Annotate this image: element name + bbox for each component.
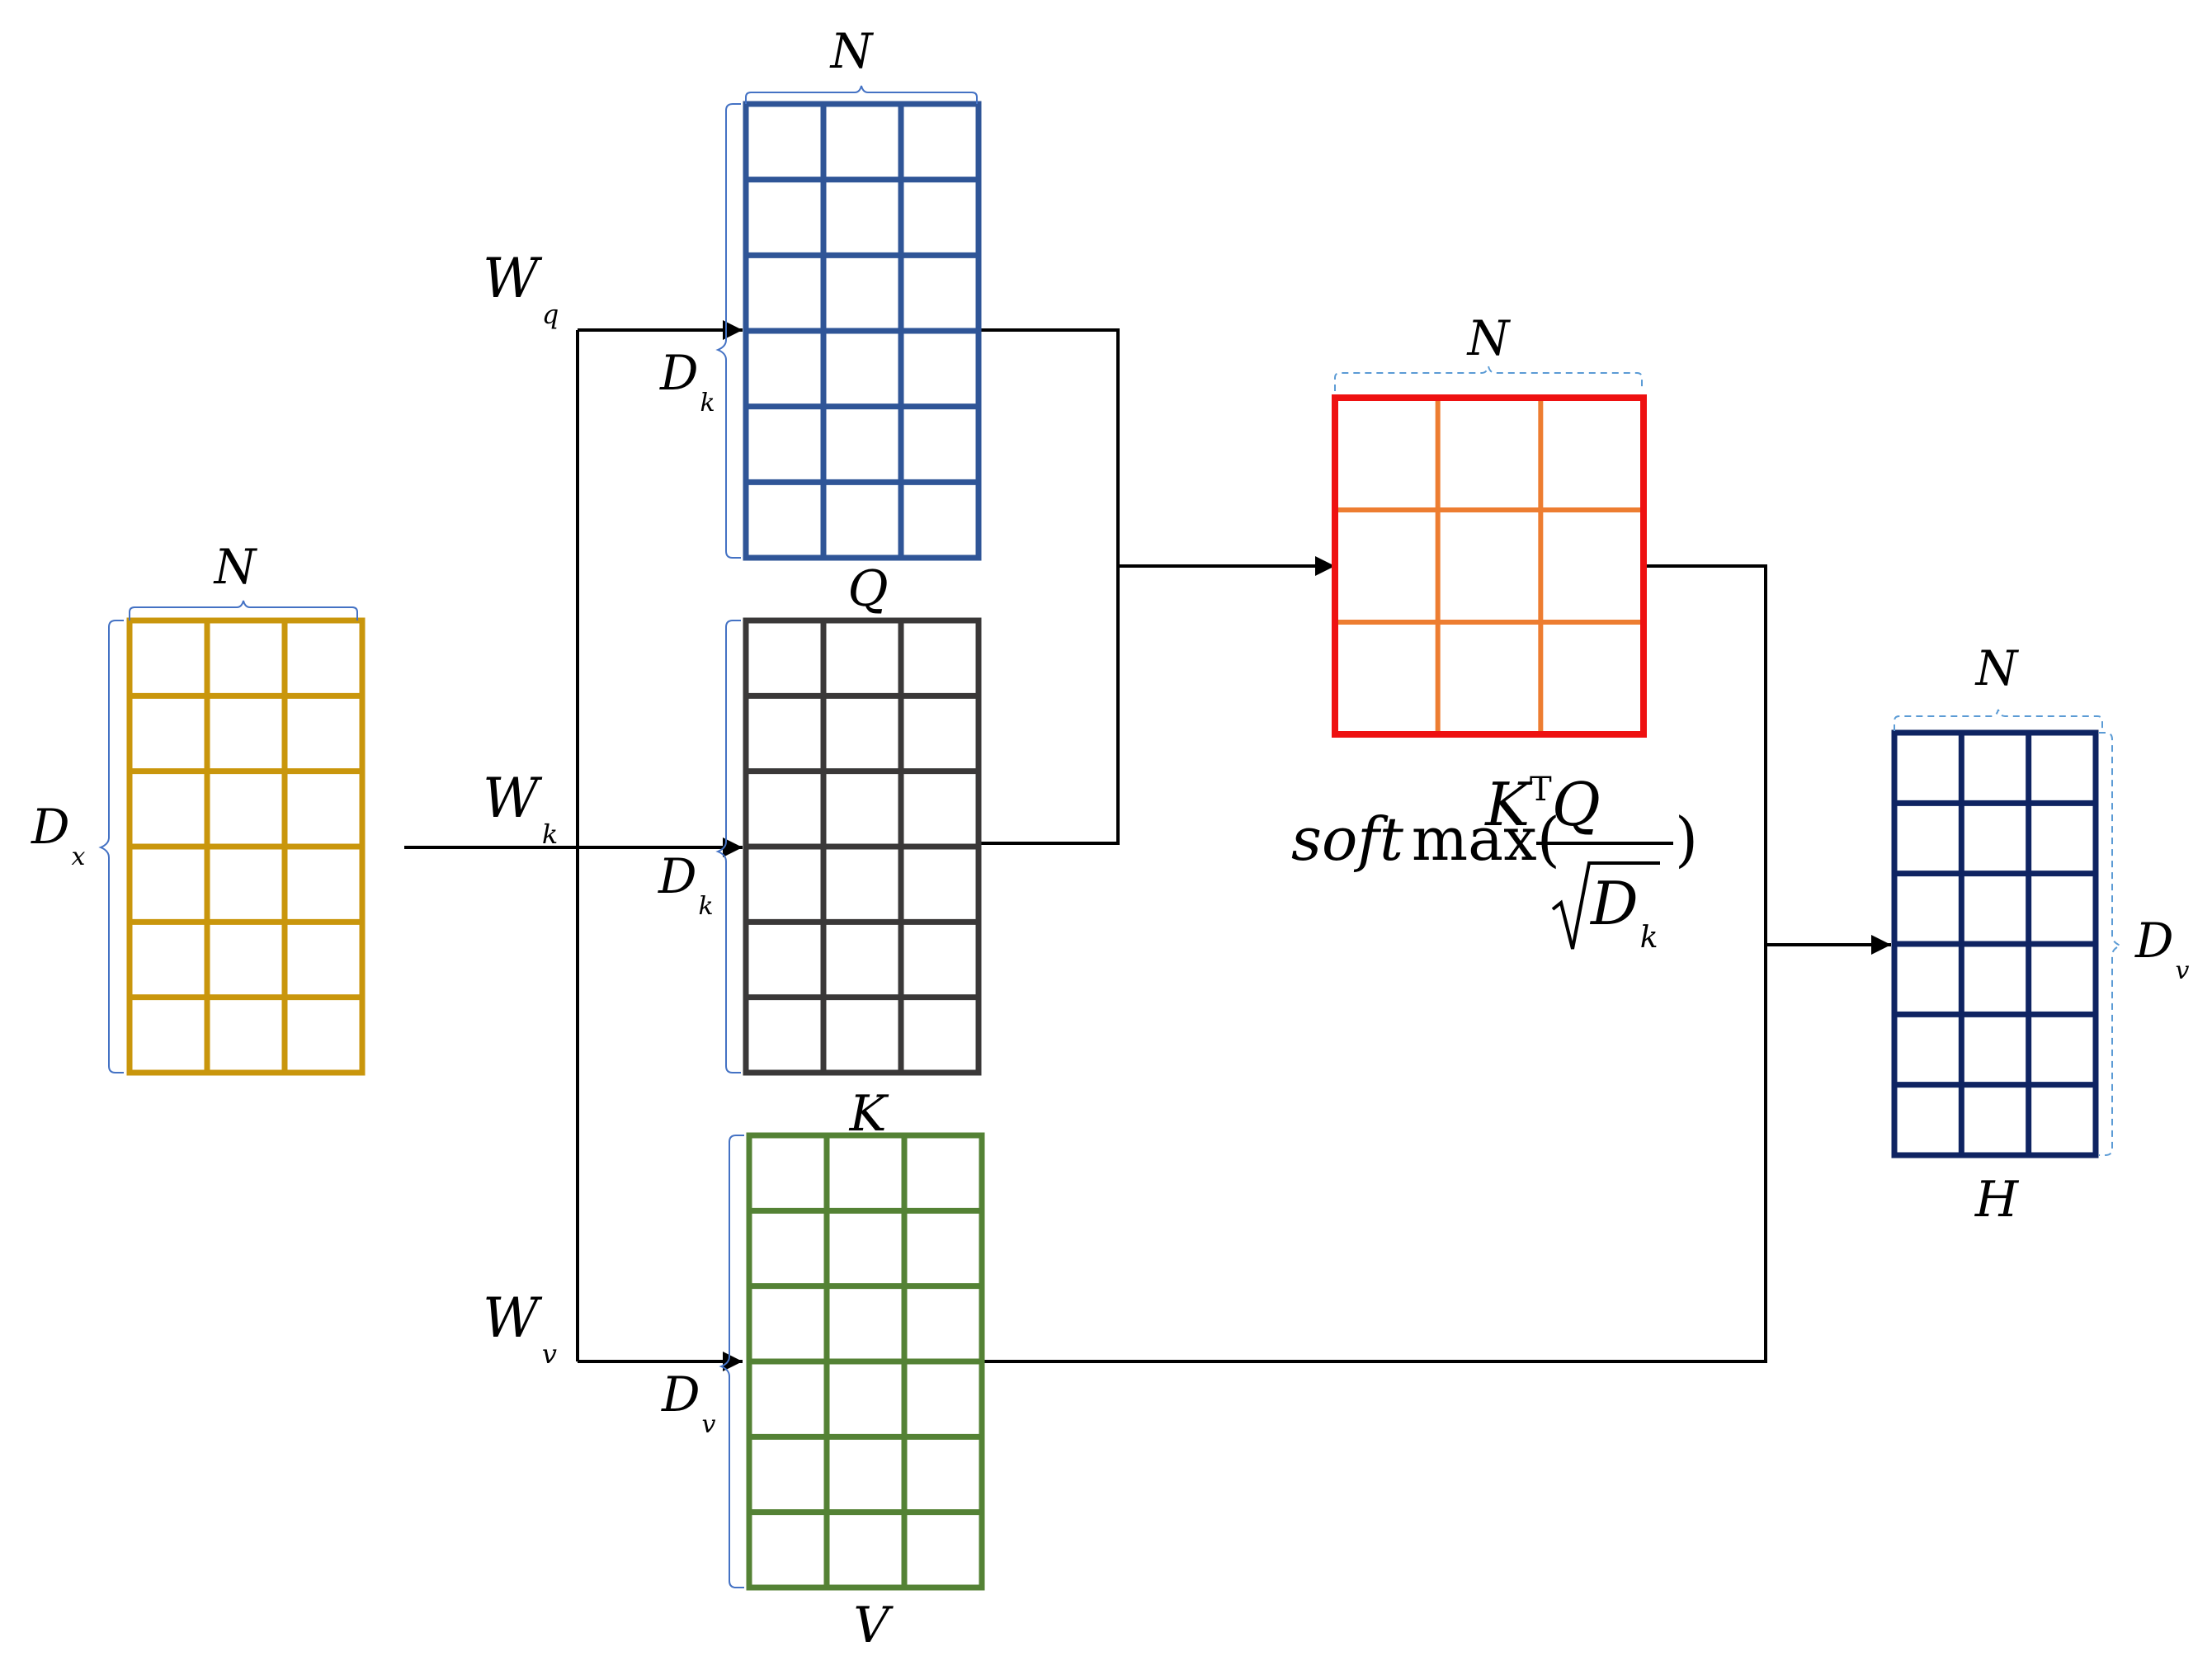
k-row-label: Dk <box>658 848 714 921</box>
h-matrix-grid <box>1891 729 2099 1158</box>
k-row-brace <box>715 620 741 1073</box>
key-matrix-k: Dk K <box>658 617 982 1143</box>
connectors <box>404 320 1891 1371</box>
weight-label-v: Wv <box>483 1286 557 1370</box>
formula-sqrt-sign <box>1551 861 1660 950</box>
formula-numerator: KTQ <box>1483 770 1601 839</box>
weight-label-q: Wq <box>483 247 559 330</box>
x-matrix-grid <box>126 617 366 1076</box>
q-matrix-name: Q <box>847 560 888 618</box>
attention-output-line <box>983 564 1767 1363</box>
input-matrix-x: N Dx <box>31 539 366 1076</box>
k-matrix-grid <box>743 617 982 1076</box>
h-col-label: N <box>1974 640 2020 696</box>
h-matrix-name: H <box>1974 1171 2020 1229</box>
h-matrix-grid-border <box>1891 729 2099 1158</box>
attention-col-brace <box>1334 366 1643 391</box>
q-col-label: N <box>829 23 875 79</box>
v-row-brace <box>719 1135 744 1588</box>
x-matrix-grid-border <box>126 617 366 1076</box>
k-matrix-grid-border <box>743 617 982 1076</box>
q-matrix-grid-border <box>743 101 982 561</box>
q-matrix-grid <box>743 101 982 561</box>
value-matrix-v: Dv V <box>661 1132 985 1654</box>
v-matrix-name: V <box>853 1597 894 1654</box>
q-output-line <box>980 328 1120 845</box>
q-col-brace <box>745 85 978 104</box>
q-row-brace <box>715 103 741 559</box>
h-col-brace <box>1894 709 2103 731</box>
attention-matrix-grid <box>1332 394 1647 738</box>
q-row-label: Dk <box>659 345 715 418</box>
x-col-brace <box>129 600 358 620</box>
v-matrix-grid-border <box>746 1132 985 1591</box>
query-matrix-q: N Dk Q <box>659 23 982 618</box>
v-row-label: Dv <box>661 1366 716 1439</box>
v-matrix-grid <box>746 1132 985 1591</box>
formula-suffix: ) <box>1675 804 1698 874</box>
output-matrix-h: N Dv H <box>1891 640 2190 1229</box>
x-row-brace <box>98 620 124 1073</box>
h-row-label: Dv <box>2134 913 2190 985</box>
h-row-brace <box>2099 732 2123 1156</box>
formula-denominator: Dk <box>1589 869 1658 955</box>
attention-matrix-grid-border <box>1332 394 1647 738</box>
attention-col-label: N <box>1466 310 1512 366</box>
weight-label-k: Wk <box>483 767 558 850</box>
x-col-label: N <box>213 539 258 595</box>
x-row-label: Dx <box>31 799 86 871</box>
